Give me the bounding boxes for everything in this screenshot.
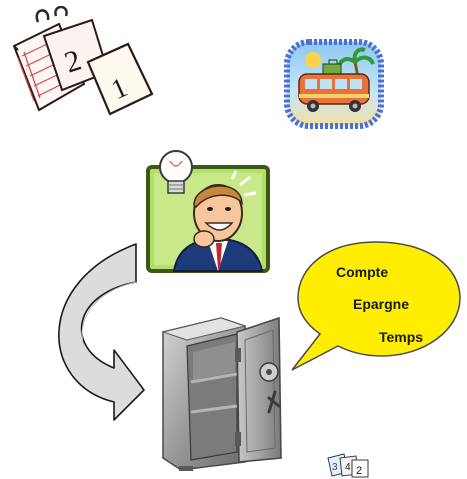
curved-arrow-icon [32,242,150,422]
bubble-line-temps: Temps [379,329,423,345]
open-safe-icon [157,312,307,472]
bubble-line-epargne: Epargne [353,296,409,312]
idea-man-lightbulb-icon [144,147,272,275]
holiday-bus-icon [283,38,385,130]
bubble-line-compte: Compte [336,264,388,280]
small-calendar-digit-1: 3 [332,462,338,473]
small-calendar-digit-3: 2 [356,465,362,477]
calendar-pages-icon: 2 1 [4,6,154,126]
small-calendar-icon: 3 4 2 [326,452,370,478]
small-calendar-digit-2: 4 [345,462,351,473]
